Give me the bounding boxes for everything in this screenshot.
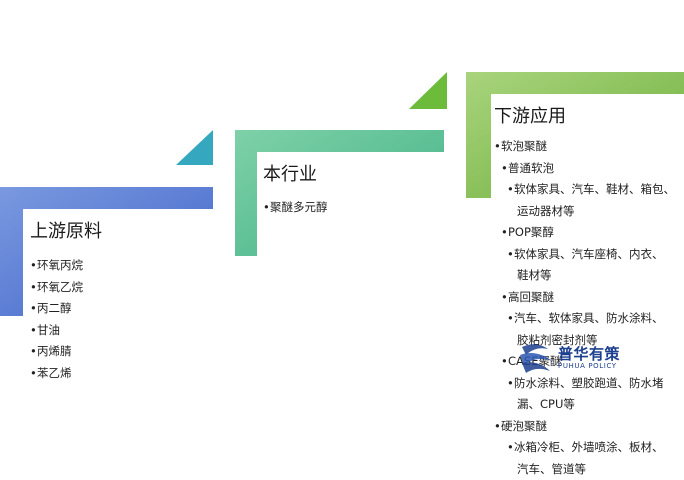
list-item: •普通软泡: [494, 158, 675, 180]
teal-triangle: [176, 130, 213, 165]
list-item: •聚醚多元醇: [263, 197, 328, 219]
list-item: •软体家具、汽车、鞋材、箱包、: [494, 179, 675, 201]
list-item: •苯乙烯: [30, 363, 83, 385]
logo-name-en: PUHUA POLICY: [558, 362, 617, 370]
green-triangle: [409, 72, 447, 109]
puhua-logo: 普华有策 PUHUA POLICY: [518, 341, 630, 377]
upstream-list: •环氧丙烷 •环氧乙烷 •丙二醇 •甘油 •丙烯腈 •苯乙烯: [30, 255, 83, 384]
list-item: •冰箱冷柜、外墙喷涂、板材、: [494, 437, 675, 459]
list-item-continued: 鞋材等: [494, 265, 675, 287]
industry-title: 本行业: [263, 160, 317, 186]
list-item: •环氧乙烷: [30, 277, 83, 299]
list-item: •环氧丙烷: [30, 255, 83, 277]
list-item: •丙二醇: [30, 298, 83, 320]
list-item-continued: 漏、CPU等: [494, 394, 675, 416]
list-item: •POP聚醇: [494, 222, 675, 244]
list-item: •汽车、软体家具、防水涂料、: [494, 308, 675, 330]
list-item: •硬泡聚醚: [494, 416, 675, 438]
list-item-continued: 运动器材等: [494, 201, 675, 223]
logo-mark-icon: [518, 341, 558, 377]
list-item: •丙烯腈: [30, 341, 83, 363]
list-item: •软体家具、汽车座椅、内衣、: [494, 244, 675, 266]
downstream-list: •软泡聚醚 •普通软泡 •软体家具、汽车、鞋材、箱包、 运动器材等 •POP聚醇…: [494, 136, 675, 480]
upstream-title: 上游原料: [30, 217, 102, 243]
industry-bracket: [235, 130, 444, 256]
list-item: •软泡聚醚: [494, 136, 675, 158]
downstream-title: 下游应用: [494, 102, 566, 128]
logo-name-cn: 普华有策: [558, 343, 620, 364]
list-item: •高回聚醚: [494, 287, 675, 309]
list-item: •甘油: [30, 320, 83, 342]
list-item-continued: 汽车、管道等: [494, 459, 675, 480]
industry-list: •聚醚多元醇: [263, 197, 328, 219]
